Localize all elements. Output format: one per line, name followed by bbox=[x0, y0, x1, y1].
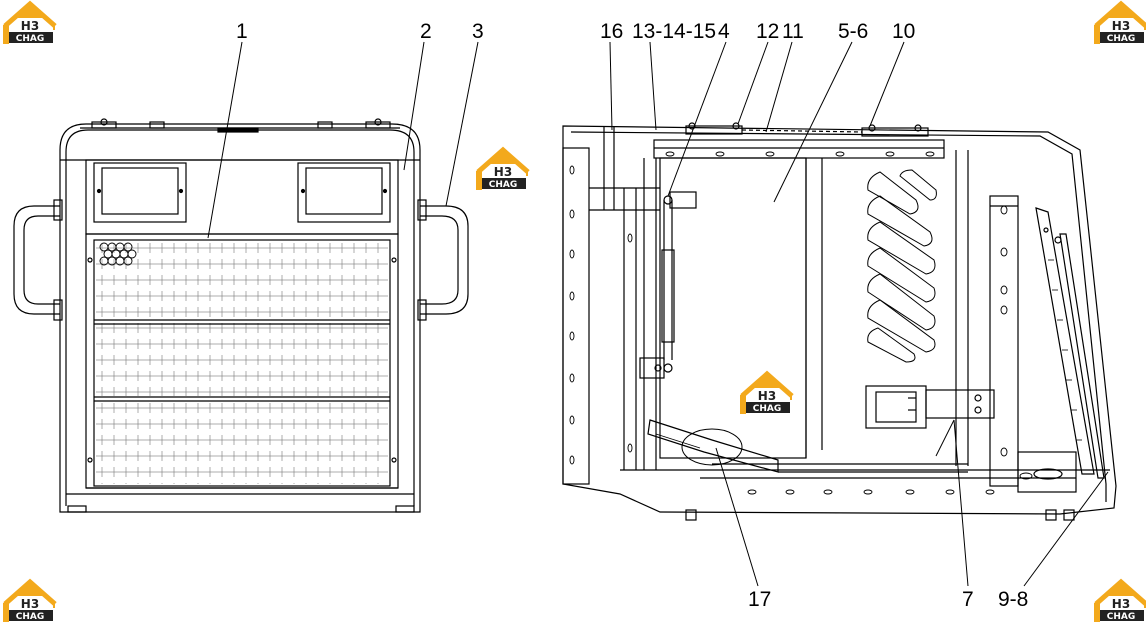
hinge-top-left bbox=[91, 118, 165, 129]
callout-13-14-15: 13-14-15 bbox=[632, 20, 716, 43]
side-frame-outline bbox=[562, 125, 1117, 515]
svg-text:CHAG: CHAG bbox=[16, 612, 45, 622]
callout-10: 10 bbox=[892, 20, 915, 43]
brand-logo-left-view: H3 CHAG bbox=[476, 150, 528, 190]
callout-11: 11 bbox=[782, 20, 804, 43]
svg-text:H3: H3 bbox=[1112, 19, 1130, 33]
vent-slots bbox=[867, 169, 937, 363]
hinge-top-right bbox=[317, 118, 391, 129]
callout-7: 7 bbox=[962, 588, 974, 611]
svg-text:H3: H3 bbox=[21, 19, 39, 33]
gas-strut bbox=[661, 191, 697, 373]
callout-17: 17 bbox=[748, 588, 771, 611]
svg-text:H3: H3 bbox=[494, 165, 512, 179]
svg-text:CHAG: CHAG bbox=[489, 180, 518, 190]
callout-1: 1 bbox=[236, 20, 248, 43]
latch-assembly bbox=[865, 385, 995, 429]
svg-text:CHAG: CHAG bbox=[1107, 612, 1136, 622]
window-right bbox=[297, 162, 391, 223]
svg-text:CHAG: CHAG bbox=[753, 404, 782, 414]
callout-9-8: 9-8 bbox=[998, 588, 1028, 611]
side-view bbox=[562, 122, 1117, 521]
callout-5-6: 5-6 bbox=[838, 20, 868, 43]
callout-4: 4 bbox=[718, 20, 730, 43]
leader-lines bbox=[207, 41, 1109, 587]
front-view bbox=[13, 118, 469, 513]
housing-outline bbox=[59, 123, 421, 513]
callout-labels: 1 2 3 16 13-14-15 4 12 11 5-6 10 17 7 9-… bbox=[236, 20, 1028, 611]
callout-2: 2 bbox=[420, 20, 432, 43]
svg-text:CHAG: CHAG bbox=[16, 34, 45, 44]
brand-logo-top-left: H3 CHAG bbox=[3, 4, 55, 44]
brand-logo-top-right: H3 CHAG bbox=[1094, 4, 1146, 44]
callout-16: 16 bbox=[600, 20, 623, 43]
duct-oval-17 bbox=[681, 428, 743, 466]
side-handle-left bbox=[13, 199, 63, 321]
svg-text:H3: H3 bbox=[21, 597, 39, 611]
callout-3: 3 bbox=[472, 20, 484, 43]
side-handle-right bbox=[417, 199, 469, 321]
brand-logo-bottom-right: H3 CHAG bbox=[1094, 582, 1146, 622]
svg-text:H3: H3 bbox=[1112, 597, 1130, 611]
callout-12: 12 bbox=[756, 20, 779, 43]
brand-logo-bottom-left: H3 CHAG bbox=[3, 582, 55, 622]
svg-text:H3: H3 bbox=[758, 389, 776, 403]
svg-text:CHAG: CHAG bbox=[1107, 34, 1136, 44]
hex-cluster bbox=[99, 242, 137, 266]
brand-logo-center: H3 CHAG bbox=[740, 374, 792, 414]
window-left bbox=[93, 162, 187, 223]
